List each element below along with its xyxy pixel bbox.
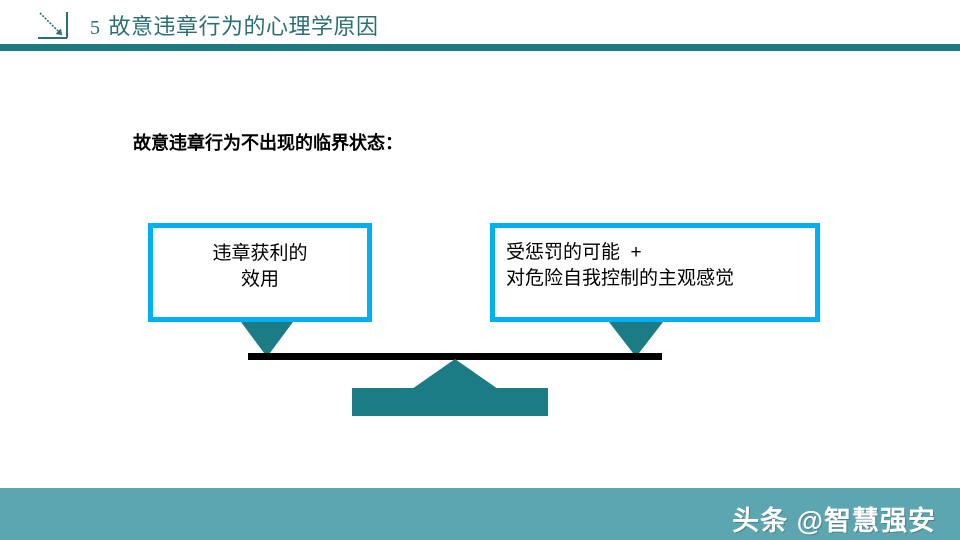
diagonal-arrow-corner-icon: [36, 9, 86, 41]
up-arrow-icon: [404, 359, 506, 391]
left-scale-box-line1: 违章获利的: [212, 243, 308, 264]
down-triangle-icon-left: [241, 322, 293, 357]
left-scale-box-line2: 效用: [240, 269, 279, 290]
section-subtitle: 故意违章行为不出现的临界状态：: [133, 133, 403, 153]
page-title-number: 5: [90, 17, 101, 39]
fulcrum-base: [352, 388, 548, 416]
page-title: 5 故意违章行为的心理学原因: [90, 9, 379, 41]
left-scale-box: 违章获利的 效用: [148, 223, 372, 322]
right-scale-box: 受惩罚的可能 + 对危险自我控制的主观感觉: [490, 223, 820, 322]
down-triangle-icon-right: [609, 322, 663, 357]
footer-watermark: 头条 @智慧强安: [732, 506, 936, 536]
right-scale-box-line2: 对危险自我控制的主观感觉: [506, 268, 735, 289]
footer-band: [0, 488, 960, 540]
balance-beam: [248, 353, 662, 360]
header-divider-rule: [0, 44, 960, 51]
page-title-text: 故意违章行为的心理学原因: [108, 14, 379, 39]
right-scale-box-line1: 受惩罚的可能 +: [506, 242, 642, 263]
